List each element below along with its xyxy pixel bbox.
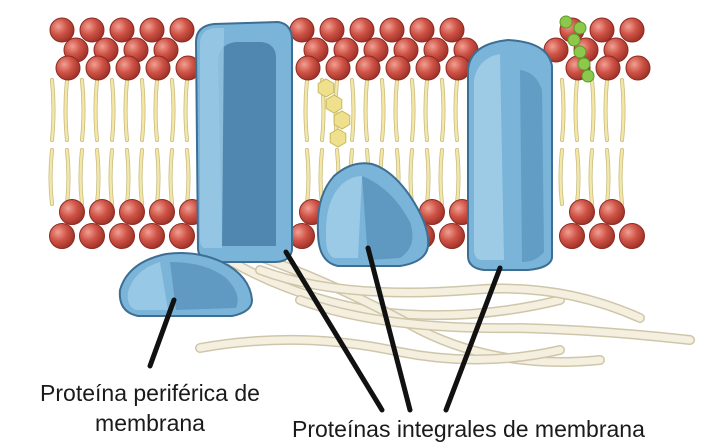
integral-protein-right <box>468 40 552 270</box>
phospholipid-head <box>170 224 195 249</box>
peripheral-protein-label: Proteína periférica de membrana <box>10 378 290 438</box>
phospholipid-head <box>626 56 650 80</box>
phospholipid-head <box>110 224 135 249</box>
phospholipid-head <box>150 200 175 225</box>
phospholipid-head <box>440 18 464 42</box>
phospholipid-head <box>596 56 620 80</box>
phospholipid-head <box>380 18 404 42</box>
phospholipid-head <box>620 18 644 42</box>
phospholipid-head <box>570 200 595 225</box>
phospholipid-head <box>140 18 164 42</box>
phospholipid-head <box>170 18 194 42</box>
phospholipid-head <box>110 18 134 42</box>
phospholipid-head <box>590 18 614 42</box>
phospholipid-head <box>140 224 165 249</box>
phospholipid-head <box>326 56 350 80</box>
phospholipid-head <box>290 224 315 249</box>
phospholipid-head <box>90 200 115 225</box>
phospholipid-head <box>146 56 170 80</box>
phospholipid-head <box>560 224 585 249</box>
phospholipid-head <box>386 56 410 80</box>
phospholipid-head <box>356 56 380 80</box>
phospholipid-head <box>50 224 75 249</box>
phospholipid-head <box>620 224 645 249</box>
phospholipid-head <box>80 18 104 42</box>
leader-line-half <box>368 248 410 410</box>
phospholipid-head <box>350 18 374 42</box>
phospholipid-head <box>320 18 344 42</box>
phospholipid-head <box>440 224 465 249</box>
phospholipid-head <box>290 18 314 42</box>
phospholipid-head <box>416 56 440 80</box>
phospholipid-head <box>116 56 140 80</box>
phospholipid-head <box>50 18 74 42</box>
phospholipid-head <box>410 18 434 42</box>
leader-line-channel <box>286 252 382 410</box>
cytoskeleton-filaments <box>200 250 690 362</box>
phospholipid-head <box>80 224 105 249</box>
phospholipid-head <box>120 200 145 225</box>
integral-proteins-label: Proteínas integrales de membrana <box>292 414 645 444</box>
phospholipid-head <box>590 224 615 249</box>
phospholipid-head <box>86 56 110 80</box>
phospholipid-head <box>600 200 625 225</box>
phospholipid-head <box>60 200 85 225</box>
integral-protein-channel <box>196 22 292 262</box>
phospholipid-head <box>56 56 80 80</box>
phospholipid-head <box>446 56 470 80</box>
phospholipid-head <box>296 56 320 80</box>
